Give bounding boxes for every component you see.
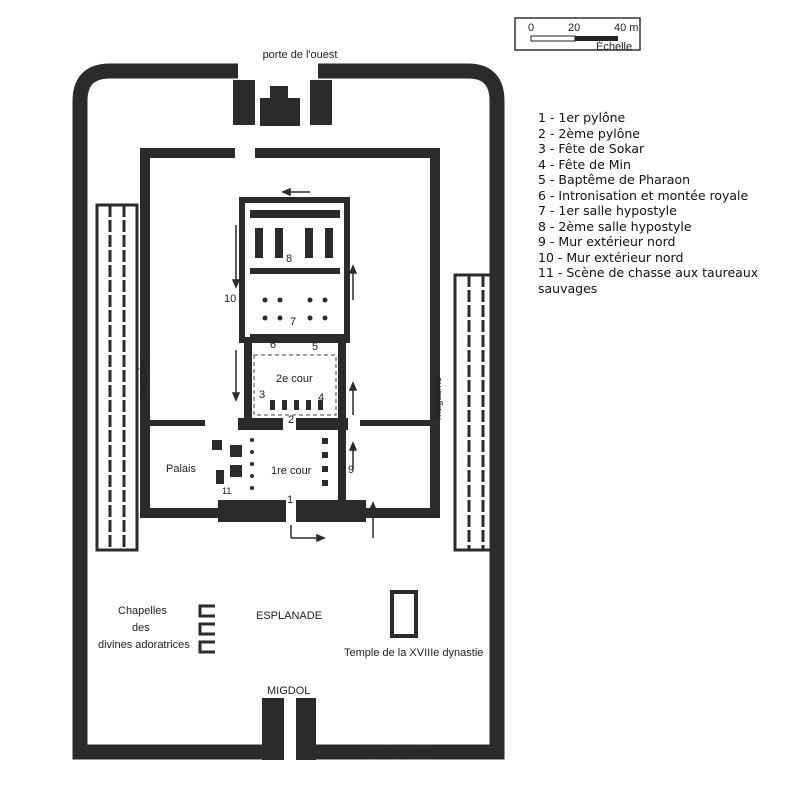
marker-6: 6 [270,339,276,351]
legend-item: 7 - 1er salle hypostyle [538,203,677,218]
label-chapels-3: divines adoratrices [98,639,190,651]
label-first-court: 1re cour [271,465,312,477]
label-chapels-1: Chapelles [118,605,167,617]
label-migdol: MIGDOL [267,685,310,697]
marker-5: 5 [312,341,318,353]
marker-11: 11 [222,486,231,496]
chapels [198,604,215,654]
label-palace: Palais [166,463,196,475]
legend-item: 4 - Fête de Min [538,156,631,172]
label-esplanade: ESPLANADE [256,610,322,622]
label-magasins-left: magasins [138,357,149,400]
marker-4: 4 [318,392,324,404]
scale-tick-0: 0 [528,22,534,34]
label-west-gate: porte de l'ouest [263,49,338,61]
label-chapels-2: des [132,622,150,634]
legend-item: 5 - Baptême de Pharaon [538,172,691,187]
west-gate [233,80,332,126]
plan-markers: 1 2 3 4 5 6 7 8 9 10 11 [222,253,354,506]
legend-item: 1 - 1er pylône [538,110,626,125]
marker-10: 10 [224,293,236,305]
label-temple-xviii: Temple de la XVIIIe dynastie [344,647,483,659]
label-magasins-right: magasins [433,377,444,420]
marker-3: 3 [259,389,265,401]
marker-1: 1 [287,494,293,506]
enclosure-wall [72,63,505,760]
main-temple [212,197,366,522]
legend-item: 10 - Mur extérieur nord [538,249,684,265]
processional-arrows [231,187,378,543]
temple-xviii [390,590,418,638]
inner-wall [140,148,440,518]
hypostyle-columns [262,297,328,321]
scale-bar: 0 20 40 m Échelle [514,17,641,53]
marker-8: 8 [286,253,292,265]
label-enclosure-wall: mur d'enceinte [362,747,434,759]
legend-item: 6 - Intronisation et montée royale [538,187,749,203]
migdol-gate [262,698,316,760]
magasins-right [453,273,499,552]
legend-item: 8 - 2ème salle hypostyle [538,218,692,234]
scale-tick-40: 40 m [614,22,638,34]
marker-7: 7 [290,316,296,328]
magasins-left [95,203,139,552]
legend-item: 3 - Fête de Sokar [538,141,645,156]
legend-item: 2 - 2ème pylône [538,125,640,141]
legend: 1 - 1er pylône 2 - 2ème pylône 3 - Fête … [538,110,778,296]
label-second-court: 2e cour [276,373,313,385]
palace-rooms [212,440,242,484]
marker-2: 2 [288,414,294,426]
scale-tick-20: 20 [568,22,580,34]
legend-item: 9 - Mur extérieur nord [538,234,676,249]
legend-item: 11 - Scène de chasse aux taureaux sauvag… [538,265,759,296]
marker-9: 9 [348,464,354,476]
scale-label: Échelle [596,40,632,53]
